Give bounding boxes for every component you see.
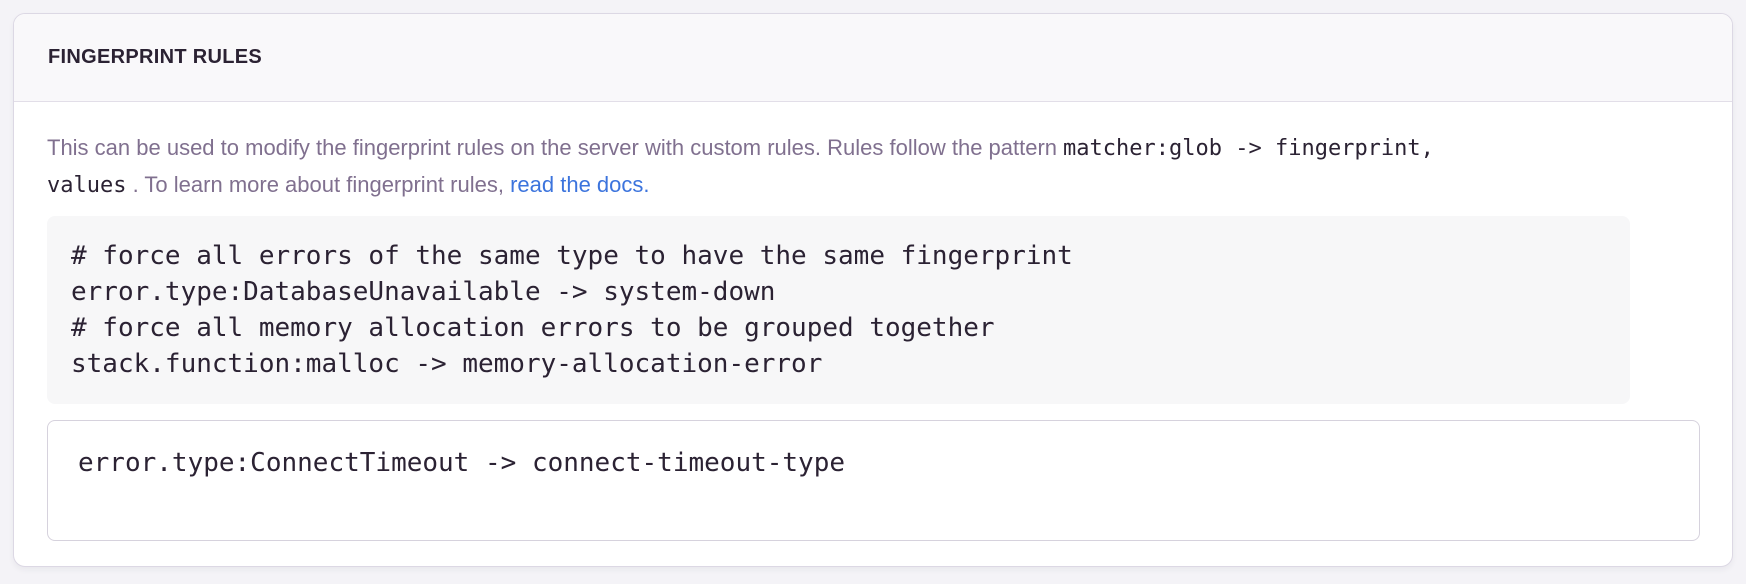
- description-text: This can be used to modify the fingerpri…: [47, 135, 1058, 160]
- fingerprint-rules-panel: FINGERPRINT RULES This can be used to mo…: [13, 13, 1733, 567]
- read-docs-link[interactable]: read the docs.: [510, 172, 650, 197]
- fingerprint-rules-textarea[interactable]: error.type:ConnectTimeout -> connect-tim…: [47, 420, 1700, 541]
- description-text-after: . To learn more about fingerprint rules,: [132, 172, 504, 197]
- pattern-inline-code-part1: matcher:glob -> fingerprint,: [1063, 136, 1434, 161]
- description: This can be used to modify the fingerpri…: [47, 130, 1699, 204]
- example-rules-code-block: # force all errors of the same type to h…: [47, 216, 1630, 404]
- pattern-inline-code-part2: values: [47, 173, 127, 198]
- panel-header: FINGERPRINT RULES: [14, 14, 1732, 102]
- panel-title: FINGERPRINT RULES: [48, 46, 262, 68]
- panel-body: This can be used to modify the fingerpri…: [14, 102, 1732, 566]
